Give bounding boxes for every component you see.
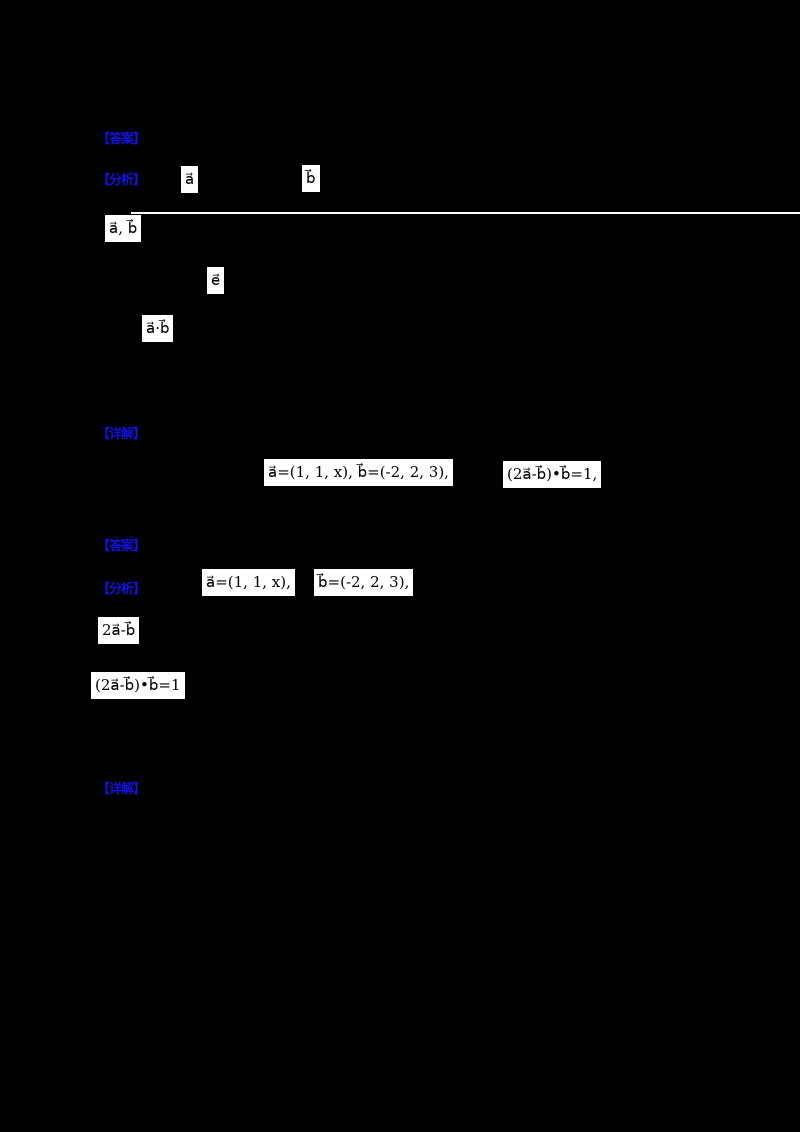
formula-dot-product-a-b: a⃗·b⃗	[142, 315, 174, 342]
formula-equation-result: (2a⃗-b⃗)•b⃗=1	[91, 672, 185, 699]
formula-2a-minus-b: 2a⃗-b⃗	[98, 617, 140, 644]
label-detail-1: 【详解】	[97, 426, 146, 441]
label-detail-2: 【详解】	[97, 781, 146, 796]
label-analysis-2: 【分析】	[97, 581, 146, 596]
formula-vector-a-definition: a⃗=(1, 1, x),	[202, 569, 295, 596]
formula-vector-b: b⃗	[302, 165, 320, 192]
label-answer-1: 【答案】	[97, 131, 146, 146]
label-analysis-1: 【分析】	[97, 172, 146, 187]
formula-given-equation: (2a⃗-b⃗)•b⃗=1,	[503, 461, 602, 488]
label-answer-2: 【答案】	[97, 538, 146, 553]
formula-vectors-a-b: a⃗, b⃗	[105, 215, 142, 242]
formula-vector-e: e⃗	[207, 267, 225, 294]
formula-vector-b-definition: b⃗=(-2, 2, 3),	[314, 569, 414, 596]
formula-given-vectors: a⃗=(1, 1, x), b⃗=(-2, 2, 3),	[264, 459, 453, 486]
divider-line	[131, 212, 800, 214]
formula-vector-a: a⃗	[181, 166, 199, 193]
